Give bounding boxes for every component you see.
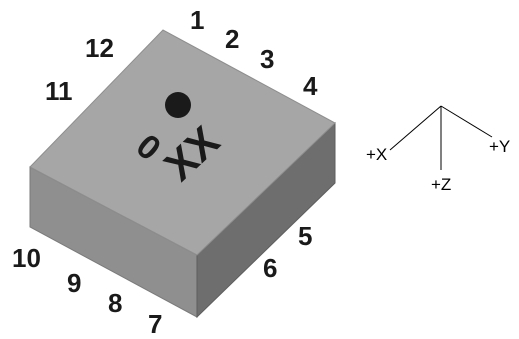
pin-label-2: 2 bbox=[225, 24, 239, 54]
pin-label-8: 8 bbox=[108, 288, 122, 318]
pin-label-9: 9 bbox=[67, 268, 81, 298]
pin-label-6: 6 bbox=[263, 253, 277, 283]
pin-label-3: 3 bbox=[260, 44, 274, 74]
pin-label-1: 1 bbox=[190, 5, 204, 35]
z-axis-label: +Z bbox=[431, 175, 451, 194]
pin-label-5: 5 bbox=[298, 221, 312, 251]
pin-label-10: 10 bbox=[12, 243, 41, 273]
pin1-indicator-dot bbox=[165, 92, 191, 118]
pin-label-12: 12 bbox=[85, 33, 114, 63]
x-axis-line bbox=[389, 105, 442, 151]
y-axis-line bbox=[440, 105, 493, 138]
package-top-face bbox=[29, 29, 336, 256]
y-axis-label: +Y bbox=[489, 137, 510, 156]
package-body bbox=[29, 29, 336, 319]
pin-label-4: 4 bbox=[303, 71, 318, 101]
pin-label-7: 7 bbox=[148, 309, 162, 339]
coordinate-axes: +X +Y +Z bbox=[366, 105, 510, 194]
x-axis-label: +X bbox=[366, 145, 387, 164]
pin-label-11: 11 bbox=[45, 76, 73, 106]
